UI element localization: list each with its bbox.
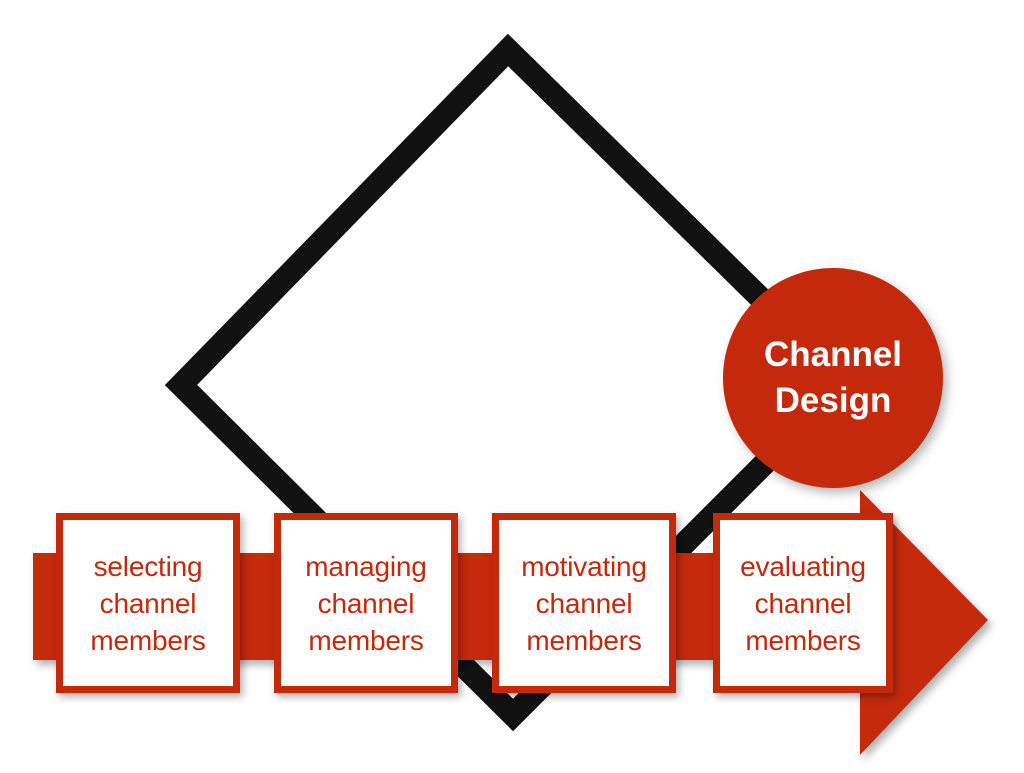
step-box-managing[interactable]: managing channel members xyxy=(274,513,458,693)
step-box-label: selecting channel members xyxy=(90,550,206,656)
step-box-selecting[interactable]: selecting channel members xyxy=(56,513,240,693)
step-box-label: motivating channel members xyxy=(521,550,647,656)
step-box-motivating[interactable]: motivating channel members xyxy=(492,513,676,693)
channel-design-circle[interactable]: Channel Design xyxy=(723,268,943,488)
step-box-label: evaluating channel members xyxy=(740,550,866,656)
step-box-label: managing channel members xyxy=(305,550,427,656)
diamond-outline-icon xyxy=(164,33,863,732)
channel-design-label: Channel Design xyxy=(763,335,903,420)
step-box-evaluating[interactable]: evaluating channel members xyxy=(713,513,893,693)
